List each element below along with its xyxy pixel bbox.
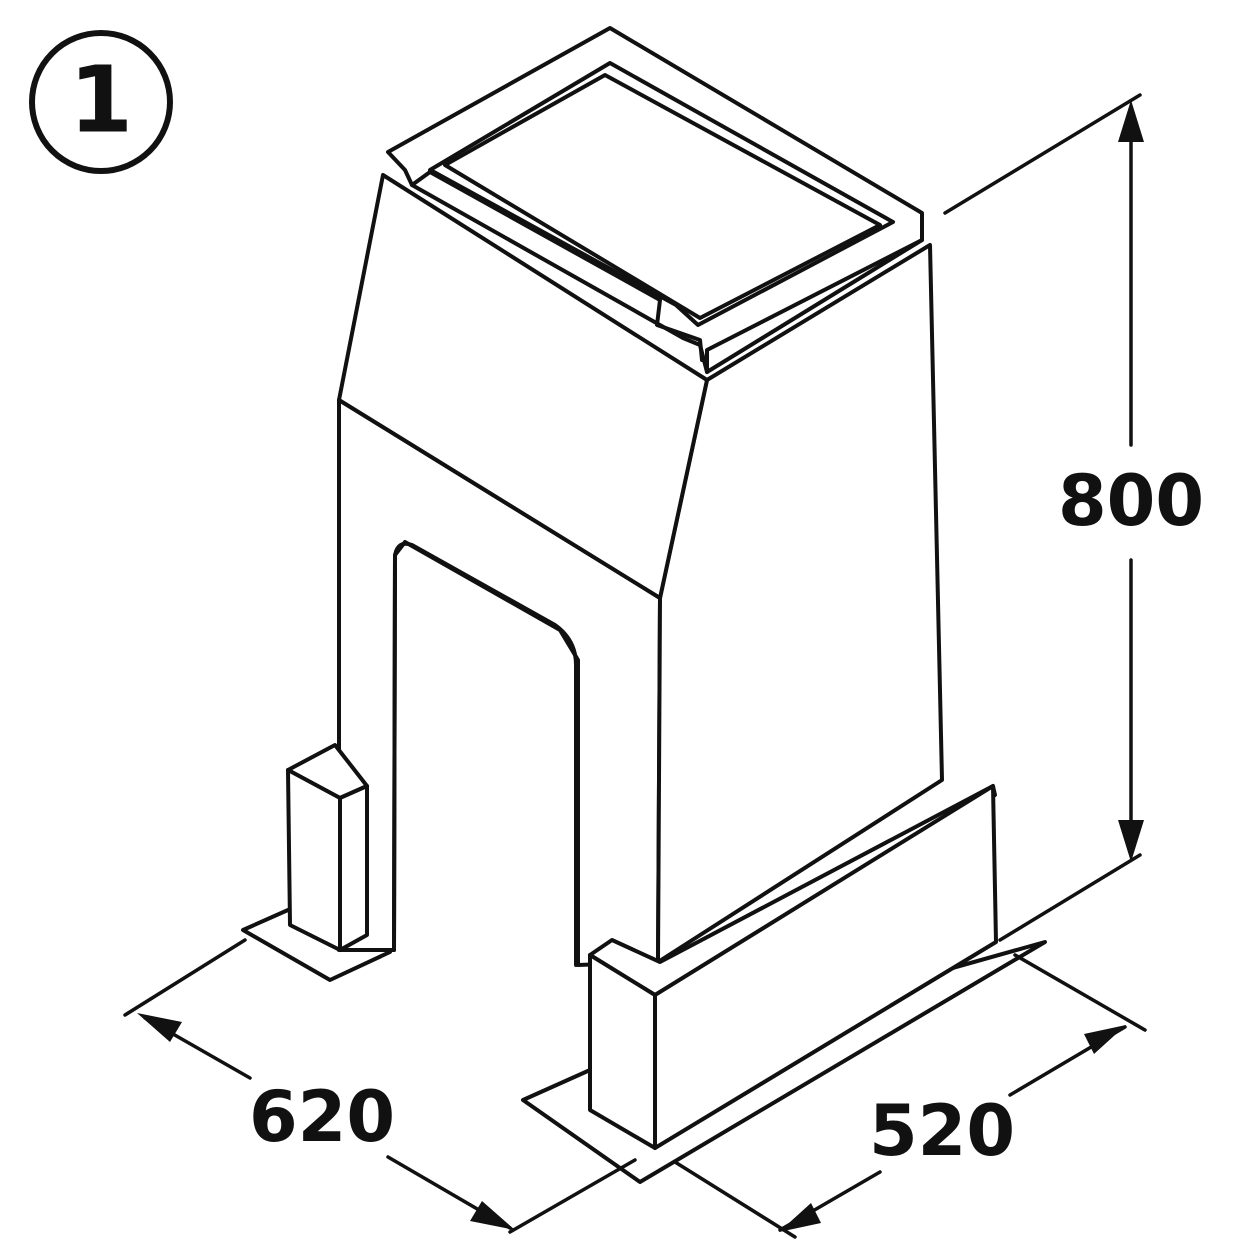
left-foot-block [286,743,369,952]
width-left-extension [673,1160,797,1239]
rim-front-edge [410,170,704,362]
front-foot-block [588,784,998,1150]
height-label: 800 [1058,460,1204,542]
step-badge: 1 [29,30,173,174]
height-bottom-extension [998,853,1142,942]
left-foot-front [286,768,342,952]
top-rim [386,26,924,374]
depth-right-extension [508,1158,637,1234]
width-label: 520 [869,1090,1015,1172]
left-foot-side [338,784,369,952]
height-top-extension [943,93,1142,215]
width-arrow-left [779,1203,821,1232]
height-dimension: 800 [943,93,1204,942]
housing-body [337,173,944,967]
depth-arrow-right [470,1201,515,1230]
front-foot-side [653,784,998,1150]
arch-opening [392,541,578,967]
depth-dimension: 620 [123,938,637,1234]
step-circle [29,30,173,174]
width-arrow-right [1084,1025,1126,1054]
step-number: 1 [69,46,133,153]
rim-side-edge [705,238,924,374]
left-upper-face [337,173,709,600]
rim-recess [443,73,882,320]
height-arrow-bottom [1118,820,1144,862]
depth-label: 620 [249,1076,395,1158]
width-dimension: 520 [673,953,1147,1239]
width-right-extension [1013,953,1147,1032]
depth-left-extension [123,938,247,1017]
depth-arrow-left [137,1013,182,1042]
height-arrow-top [1118,100,1144,142]
